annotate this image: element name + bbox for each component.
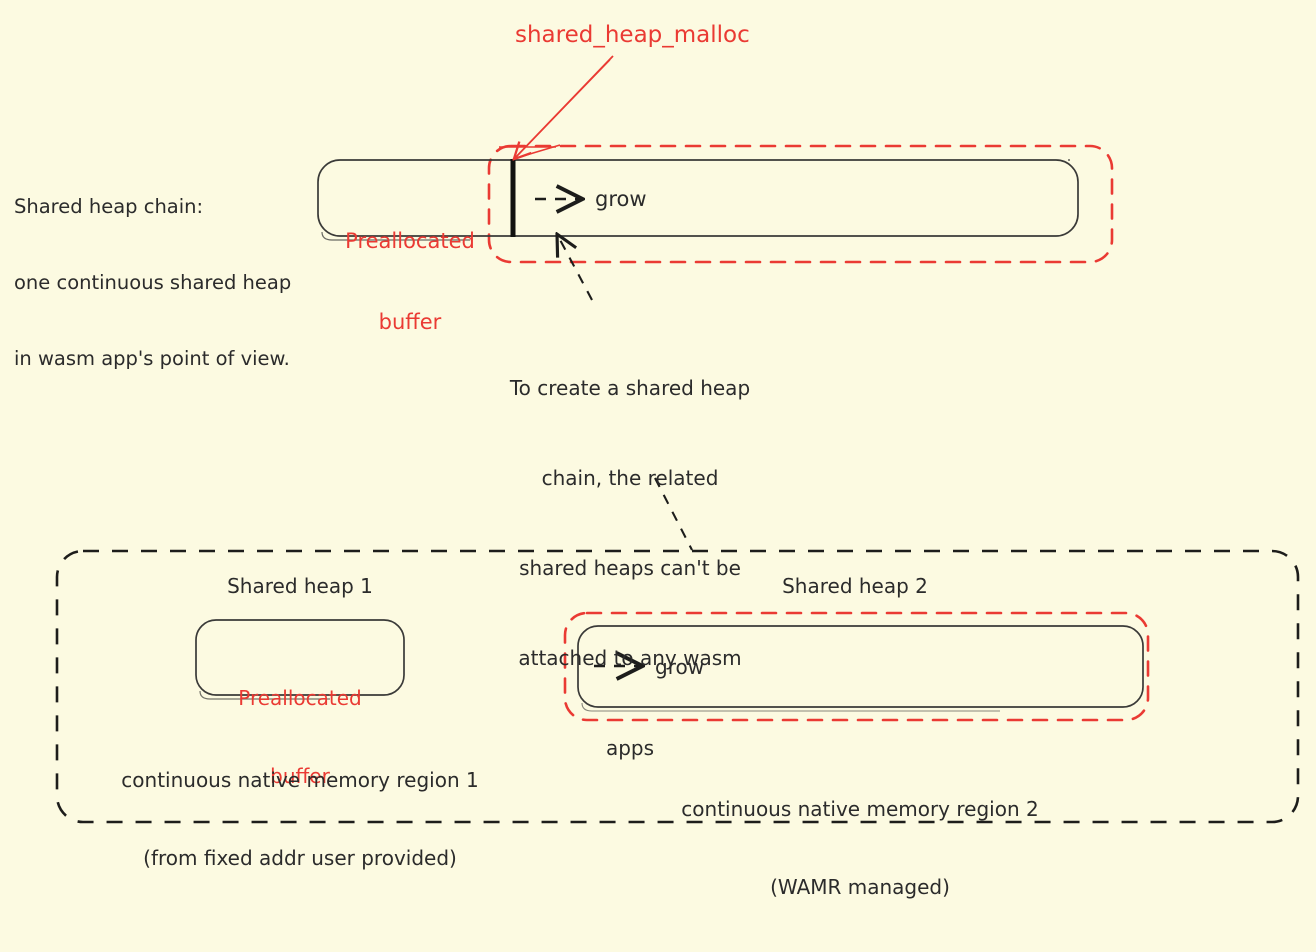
heap2-caption-line-2: (WAMR managed) (770, 875, 950, 899)
heap1-caption-line-1: continuous native memory region 1 (121, 768, 479, 792)
chain-rule-line-2: chain, the related (541, 466, 719, 490)
chain-note-line-3: in wasm app's point of view. (14, 346, 290, 370)
top-preallocated-line-1: Preallocated (345, 228, 475, 253)
chain-note-line-1: Shared heap chain: (14, 194, 204, 218)
heap2-title: Shared heap 2 (782, 574, 928, 598)
chain-rule-line-4: attached to any wasm (518, 646, 742, 670)
heap1-caption: continuous native memory region 1 (from … (105, 715, 495, 923)
diagram-canvas: shared_heap_malloc Shared heap chain: on… (14, 22, 1300, 899)
chain-rule-line-5: apps (605, 736, 655, 760)
shared-heap-malloc-label: shared_heap_malloc (515, 22, 750, 48)
top-preallocated-line-2: buffer (378, 310, 442, 335)
heap1-title: Shared heap 1 (227, 574, 373, 598)
top-preallocated-buffer-label: Preallocated buffer (330, 173, 490, 391)
chain-rule-leader-upper (558, 236, 593, 301)
heap2-grow-label: grow (655, 655, 705, 679)
shared-heap-chain-note: Shared heap chain: one continuous shared… (14, 143, 291, 422)
heap1-caption-line-2: (from fixed addr user provided) (143, 846, 457, 870)
top-grow-label: grow (595, 187, 647, 211)
chain-rule-note: To create a shared heap chain, the relat… (484, 313, 776, 823)
heap1-buffer-label: Preallocated buffer (200, 633, 400, 841)
heap1-buffer-line-2: buffer (270, 764, 330, 788)
heap2-caption-line-1: continuous native memory region 2 (681, 797, 1039, 821)
chain-note-line-2: one continuous shared heap (14, 270, 292, 294)
shared-heap-malloc-leader (499, 55, 614, 160)
heap2-caption: continuous native memory region 2 (WAMR … (665, 744, 1055, 952)
chain-rule-line-3: shared heaps can't be (519, 556, 741, 580)
top-red-dashed-region (487, 144, 1114, 264)
heap1-buffer-line-1: Preallocated (238, 686, 362, 710)
chain-rule-line-1: To create a shared heap (509, 376, 751, 400)
